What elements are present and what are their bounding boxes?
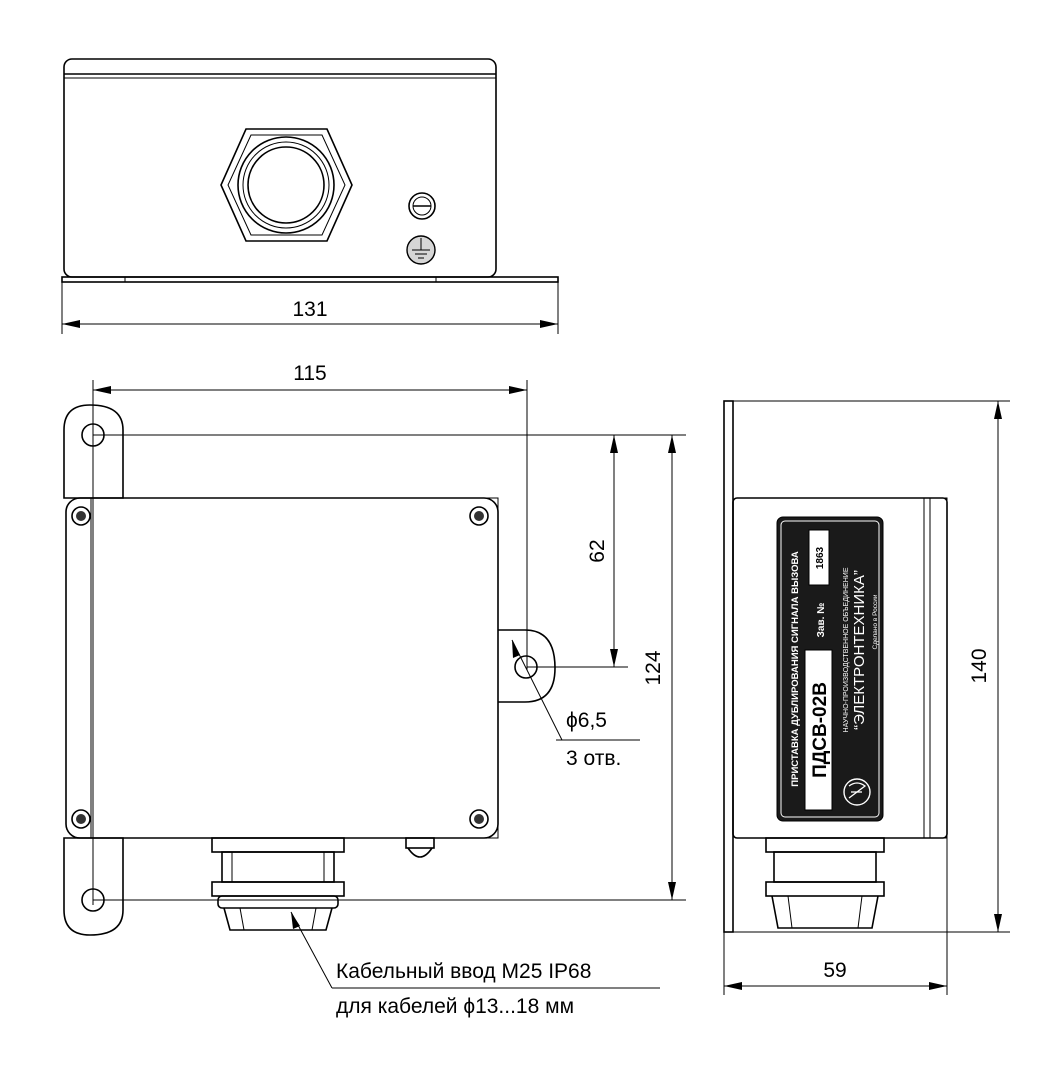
- dim-front-height: 124: [642, 435, 676, 900]
- cable-entry-line2: для кабелей ϕ13...18 мм: [336, 995, 574, 1018]
- nameplate-serial-label: Зав. №: [816, 603, 827, 638]
- dim-side-height: 140: [733, 400, 1010, 933]
- side-view: ПРИСТАВКА ДУБЛИРОВАНИЯ СИГНАЛА ВЫЗОВА ПД…: [723, 400, 1010, 995]
- dim-top-width: 131: [61, 282, 559, 334]
- nameplate-made-in: Сделано в России: [872, 594, 879, 649]
- dim-hole-spacing: 62: [586, 435, 618, 667]
- front-view: 115 62 124 ϕ6,5 3 отв.: [63, 362, 686, 1018]
- cable-entry-leader: Кабельный ввод М25 IP68 для кабелей ϕ13.…: [290, 911, 660, 1018]
- side-gland: [765, 837, 885, 929]
- nameplate: ПРИСТАВКА ДУБЛИРОВАНИЯ СИГНАЛА ВЫЗОВА ПД…: [776, 516, 884, 822]
- ground-icon: [406, 235, 436, 265]
- dim-side-width: 59: [723, 838, 948, 995]
- nameplate-model: ПДСВ-02В: [810, 682, 831, 778]
- bottom-screw: [405, 837, 435, 858]
- dim-label-59: 59: [823, 959, 846, 982]
- nameplate-org-name: “ЭЛЕКТРОНТЕХНИКА”: [851, 570, 868, 730]
- front-box: [65, 497, 499, 839]
- dim-label-124: 124: [642, 650, 665, 685]
- nameplate-org-type: НАУЧНО-ПРОИЗВОДСТВЕННОЕ ОБЪЕДИНЕНИЕ: [843, 567, 850, 732]
- dim-label-140: 140: [968, 648, 991, 683]
- hole-diameter-label: ϕ6,5: [566, 709, 607, 732]
- mounting-bracket: [63, 404, 124, 499]
- top-gland: [220, 128, 353, 242]
- dim-label-115: 115: [293, 362, 326, 385]
- nameplate-product-title: ПРИСТАВКА ДУБЛИРОВАНИЯ СИГНАЛА ВЫЗОВА: [790, 551, 801, 787]
- front-gland: [211, 837, 345, 931]
- dim-label-62: 62: [586, 539, 609, 562]
- top-view: 131: [61, 58, 559, 334]
- logo-icon: [843, 778, 871, 806]
- hole-count-label: 3 отв.: [566, 747, 621, 770]
- cable-entry-line1: Кабельный ввод М25 IP68: [336, 960, 591, 983]
- dim-label-131: 131: [292, 298, 327, 321]
- nameplate-serial-number: 1863: [815, 546, 826, 569]
- corner-screws: [71, 506, 489, 829]
- screw-icon: [408, 192, 436, 220]
- dim-front-width: 115: [93, 362, 528, 670]
- side-back-plate: [723, 400, 734, 933]
- hole-leader: ϕ6,5 3 отв.: [511, 639, 640, 770]
- side-tab: [498, 629, 556, 703]
